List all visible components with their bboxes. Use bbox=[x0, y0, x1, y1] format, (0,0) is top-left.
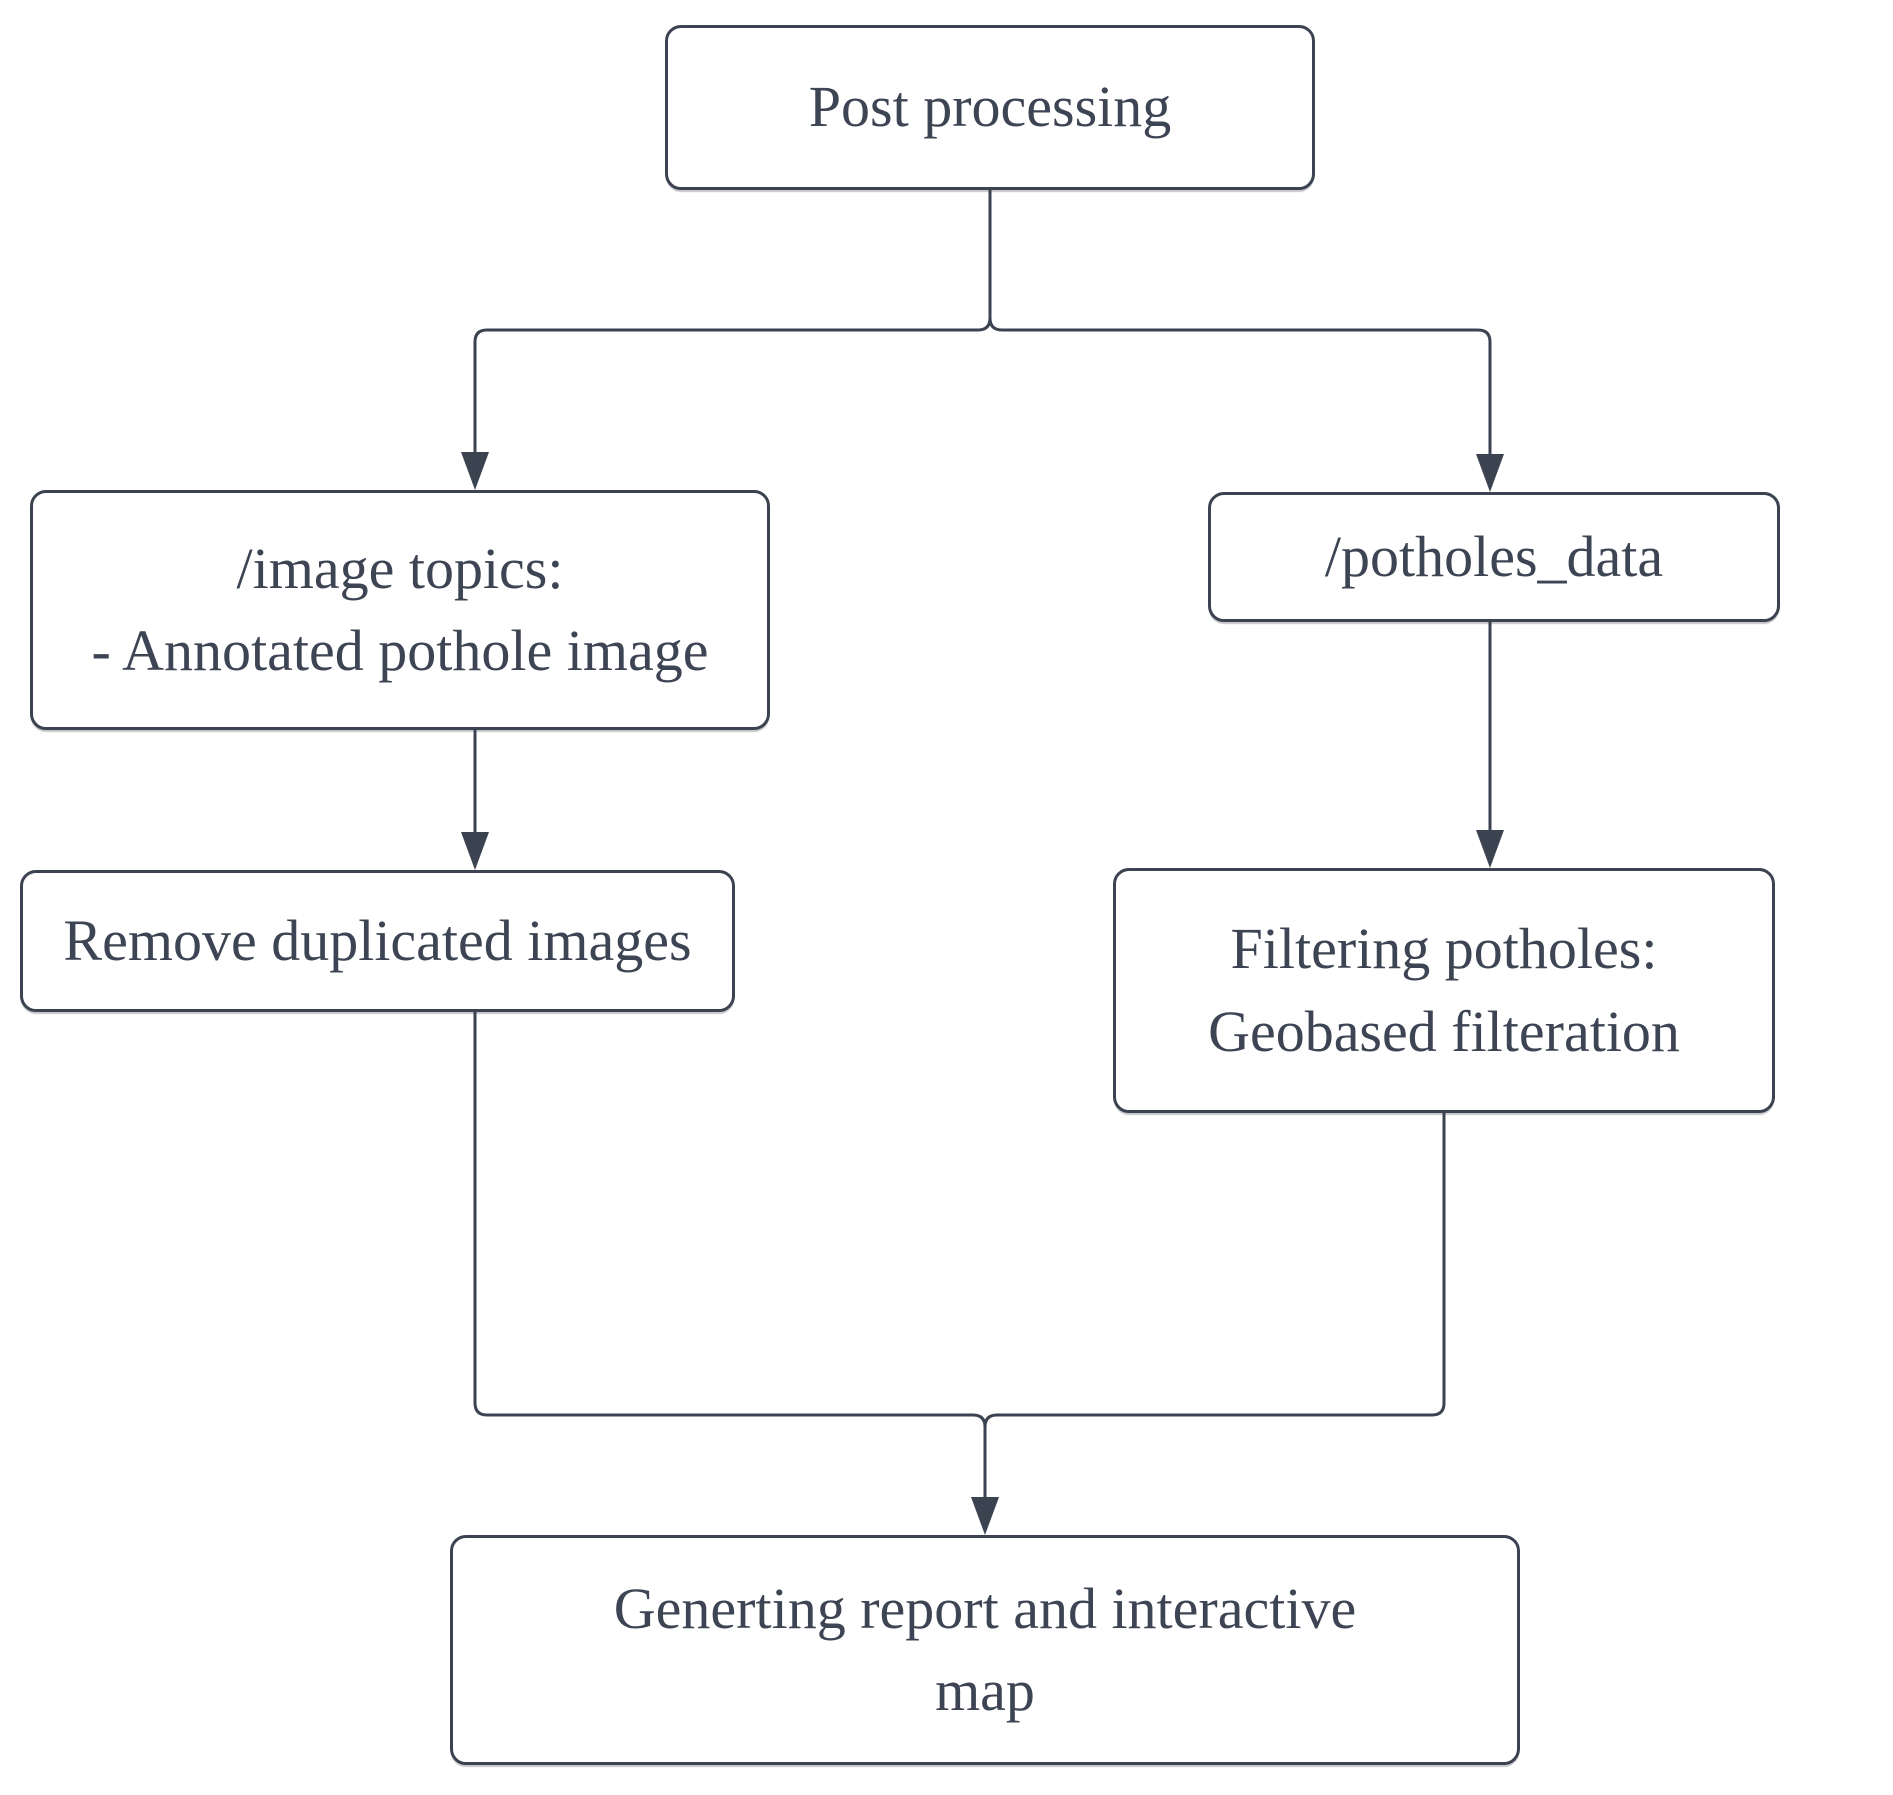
node-potholes-data: /potholes_data bbox=[1208, 492, 1780, 622]
node-label-line1: Filtering potholes: bbox=[1230, 916, 1658, 982]
edge-split-to-potholes-data bbox=[988, 317, 1492, 454]
node-filtering-potholes: Filtering potholes: Geobased filteration bbox=[1113, 868, 1775, 1113]
arrowhead-down-icon bbox=[1476, 830, 1504, 868]
edge-remove-to-merge bbox=[473, 1012, 987, 1428]
node-label-line1: /image topics: bbox=[236, 535, 564, 601]
node-label-line1: Generting report and interactive bbox=[613, 1575, 1357, 1641]
node-post-processing: Post processing bbox=[665, 25, 1315, 190]
edge-filtering-to-merge bbox=[983, 1113, 1446, 1428]
node-remove-duplicated-images: Remove duplicated images bbox=[20, 870, 735, 1012]
node-generating-report-map: Generting report and interactive map bbox=[450, 1535, 1520, 1765]
arrowhead-down-icon bbox=[1476, 454, 1504, 492]
node-label: Remove duplicated images bbox=[63, 907, 692, 973]
node-image-topics: /image topics: - Annotated pothole image bbox=[30, 490, 770, 730]
arrowhead-down-icon bbox=[461, 452, 489, 490]
node-label: /potholes_data bbox=[1324, 523, 1664, 589]
node-label-line2: Geobased filteration bbox=[1208, 998, 1680, 1064]
arrowhead-down-icon bbox=[971, 1497, 999, 1535]
node-label-line2: - Annotated pothole image bbox=[91, 618, 709, 683]
node-label: Post processing bbox=[808, 74, 1172, 140]
edge-split-to-image-topics bbox=[473, 317, 992, 452]
arrowhead-down-icon bbox=[461, 832, 489, 870]
node-label-line2: map bbox=[935, 1658, 1035, 1723]
